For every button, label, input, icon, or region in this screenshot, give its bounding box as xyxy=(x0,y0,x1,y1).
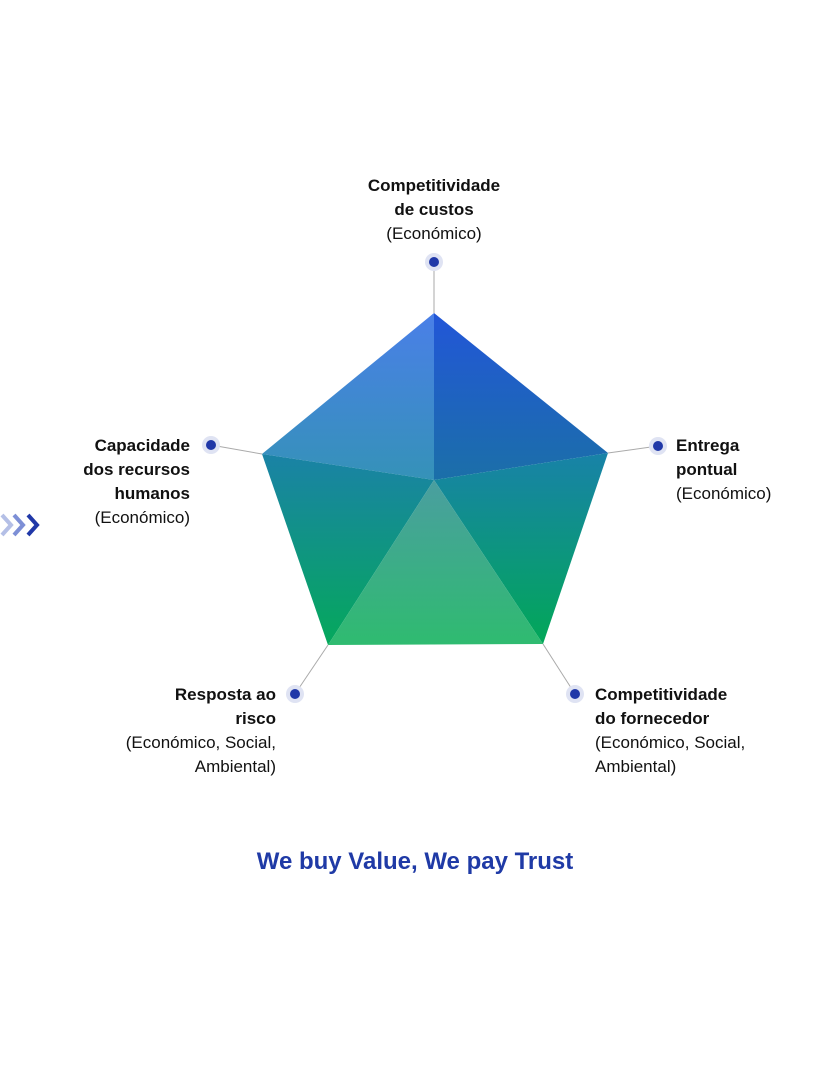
label-risk-title-2: risco xyxy=(235,709,276,728)
label-cost-sub-1: (Económico) xyxy=(386,224,482,243)
sector-bottom xyxy=(328,480,543,645)
label-supplier-sub-2: Ambiental) xyxy=(595,757,677,776)
marker-hr xyxy=(202,436,220,454)
label-cost-title-2: de custos xyxy=(394,200,474,219)
label-risk-sub-1: (Económico, Social, xyxy=(125,733,276,752)
sector-right xyxy=(434,453,608,644)
label-cost-title-1: Competitividade xyxy=(367,176,501,195)
pentagon xyxy=(262,313,608,645)
marker-delivery xyxy=(649,437,667,455)
connector-supplier xyxy=(542,643,576,695)
label-delivery-sub-1: (Económico) xyxy=(676,484,772,503)
axis-markers xyxy=(202,253,667,703)
marker-supplier xyxy=(566,685,584,703)
label-supplier-title-1: Competitividade xyxy=(595,685,728,704)
label-hr-title-1: Capacidade xyxy=(94,436,190,455)
label-risk: Resposta ao risco (Económico, Social, Am… xyxy=(86,683,276,779)
label-cost: Competitividade de custos (Económico) xyxy=(331,174,537,246)
label-hr-sub-1: (Económico) xyxy=(94,508,190,527)
chevrons-icon xyxy=(0,513,40,537)
label-delivery: Entrega pontual (Económico) xyxy=(676,434,816,506)
label-hr-title-3: humanos xyxy=(114,484,190,503)
label-hr-title-2: dos recursos xyxy=(83,460,190,479)
sector-top-right xyxy=(434,313,608,480)
connector-risk xyxy=(294,644,329,695)
label-hr: Capacidade dos recursos humanos (Económi… xyxy=(40,434,190,530)
label-delivery-title-1: Entrega xyxy=(676,436,740,455)
sector-left xyxy=(262,454,434,645)
sector-top-left xyxy=(262,313,434,480)
label-delivery-title-2: pontual xyxy=(676,460,738,479)
label-risk-sub-2: Ambiental) xyxy=(194,757,276,776)
marker-risk xyxy=(286,685,304,703)
slogan-text: We buy Value, We pay Trust xyxy=(256,848,574,875)
label-supplier-sub-1: (Económico, Social, xyxy=(595,733,746,752)
label-supplier-title-2: do fornecedor xyxy=(595,709,710,728)
marker-cost xyxy=(425,253,443,271)
label-supplier: Competitividade do fornecedor (Económico… xyxy=(595,683,795,779)
label-risk-title-1: Resposta ao xyxy=(174,685,276,704)
